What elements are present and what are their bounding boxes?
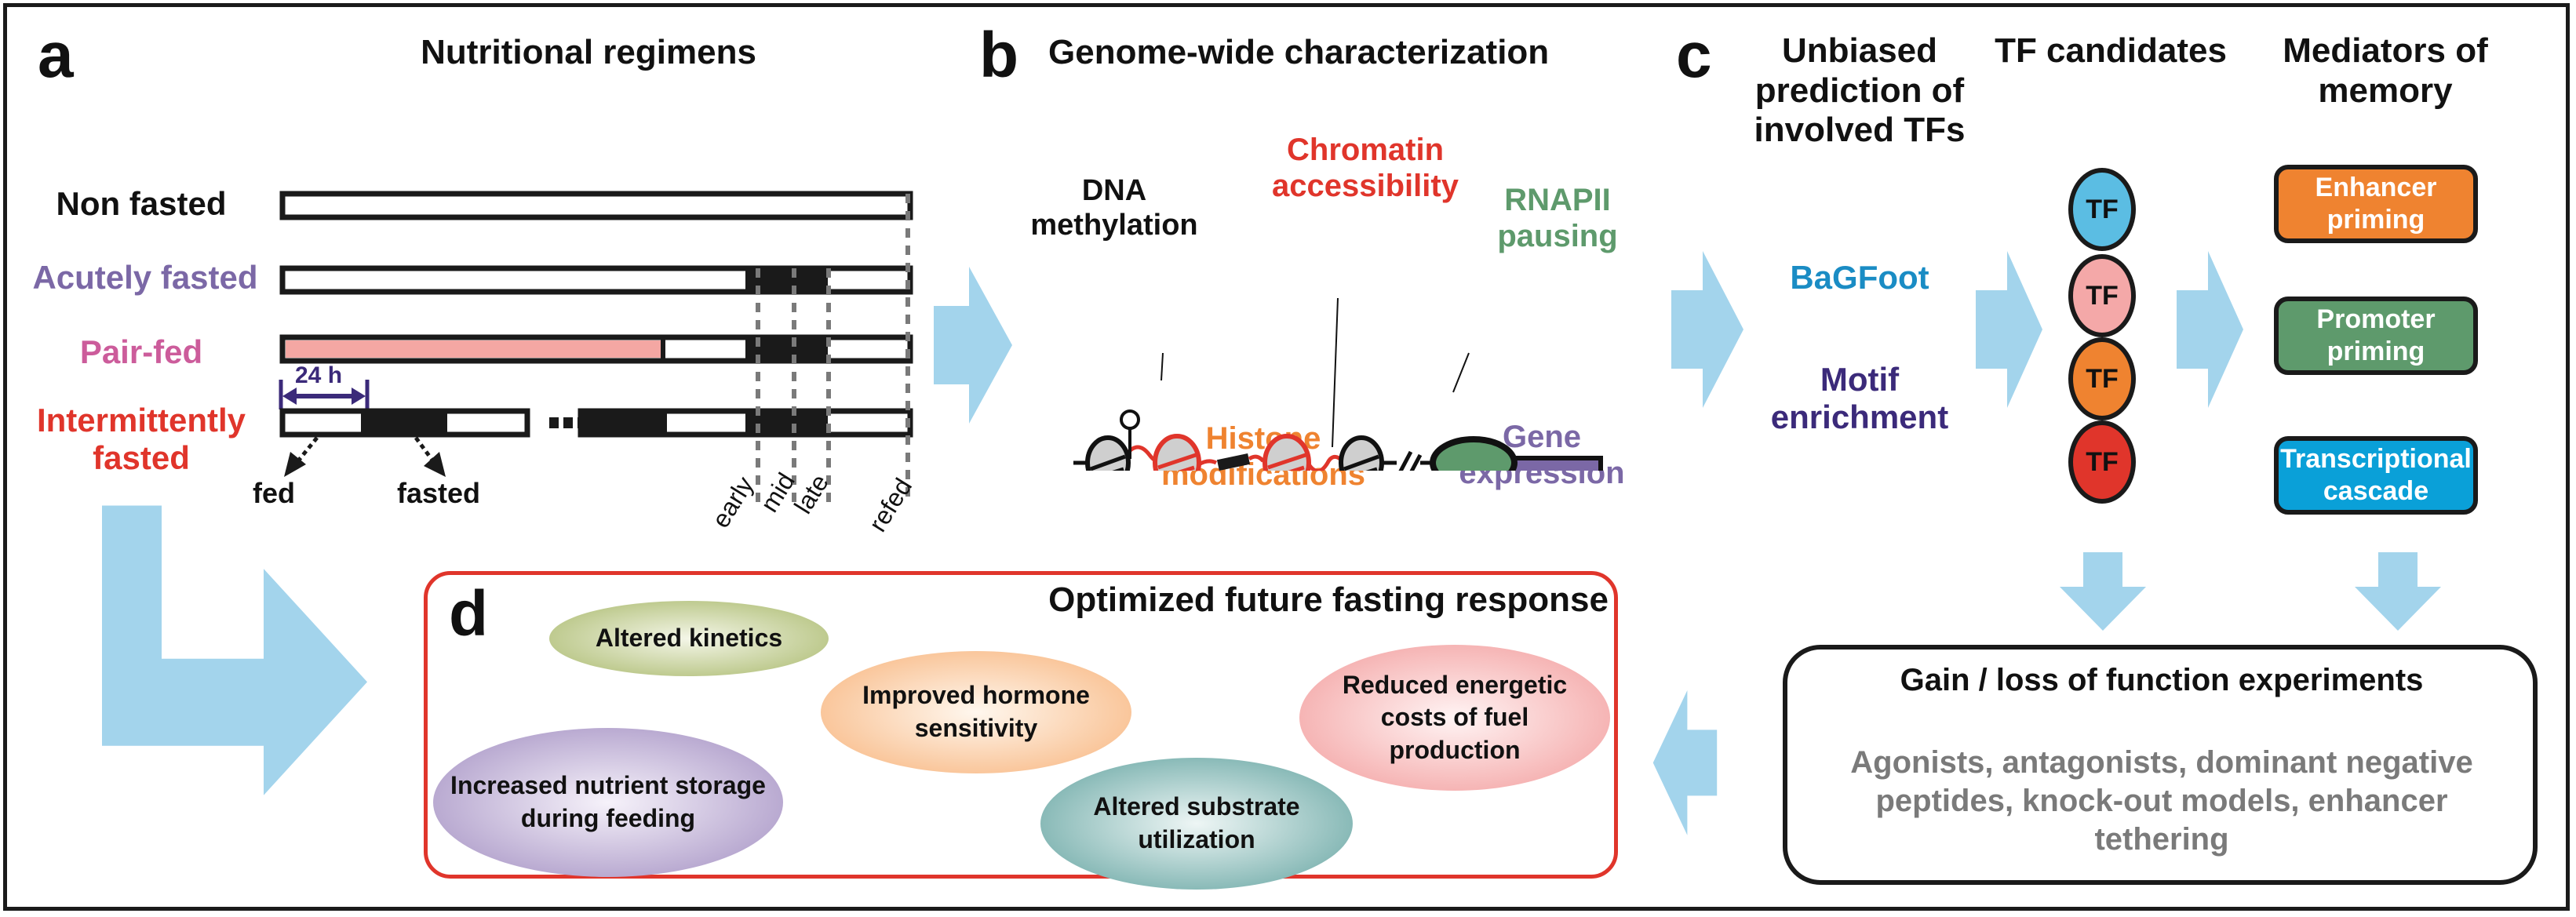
figure-frame bbox=[3, 3, 2570, 911]
mediator-transcriptional-cascade: Transcriptional cascade bbox=[2274, 436, 2478, 515]
mediator-enhancer-priming: Enhancer priming bbox=[2274, 165, 2478, 243]
label-chromatin-accessibility: Chromatin accessibility bbox=[1272, 133, 1459, 203]
panel-b-title: Genome-wide characterization bbox=[1048, 33, 1550, 71]
panel-a-title: Nutritional regimens bbox=[421, 33, 756, 71]
method-bagfoot: BaGFoot bbox=[1790, 259, 1929, 296]
panel-d-letter: d bbox=[449, 578, 489, 650]
outcome-altered-kinetics: Altered kinetics bbox=[549, 601, 829, 676]
duration-24h-arrow bbox=[279, 380, 370, 409]
timeline-bar-non-fasted bbox=[279, 191, 913, 220]
timeline-bar-acutely-fasted bbox=[279, 265, 913, 295]
nucleosome-open bbox=[1153, 434, 1201, 471]
panel-c-col3-header: Mediators of memory bbox=[2283, 31, 2488, 110]
experiments-box bbox=[1783, 645, 2538, 885]
label-dna-methylation: DNA methylation bbox=[1030, 174, 1198, 242]
fed-label: fed bbox=[253, 477, 295, 509]
arrow-b-to-c bbox=[1671, 251, 1743, 408]
panel-c-col2-header: TF candidates bbox=[1995, 31, 2227, 70]
outcome-improved-hormone-sensitivity: Improved hormone sensitivity bbox=[821, 651, 1131, 773]
fasted-arrow bbox=[414, 436, 446, 477]
outcome-increased-nutrient-storage: Increased nutrient storage during feedin… bbox=[433, 728, 783, 877]
panel-c-col1-header: Unbiased prediction of involved TFs bbox=[1754, 31, 1966, 150]
panel-b-letter: b bbox=[979, 20, 1019, 91]
tf-candidate-blue: TF bbox=[2068, 168, 2136, 251]
arrow-tfs-down bbox=[2060, 552, 2146, 631]
experiments-title: Gain / loss of function experiments bbox=[1900, 663, 2424, 697]
outcome-reduced-energetic-costs: Reduced energetic costs of fuel producti… bbox=[1299, 645, 1610, 791]
dna-methylation-icon bbox=[1120, 409, 1140, 459]
regimen-label-non-fasted: Non fasted bbox=[56, 185, 227, 222]
tf-candidate-red: TF bbox=[2068, 420, 2136, 504]
regimen-label-acutely-fasted: Acutely fasted bbox=[32, 259, 258, 296]
arrow-mediators-down bbox=[2355, 552, 2441, 631]
experiments-body: Agonists, antagonists, dominant negative… bbox=[1850, 745, 2473, 857]
mediator-promoter-priming: Promoter priming bbox=[2274, 297, 2478, 375]
nucleosome-closed bbox=[1085, 435, 1131, 471]
fasted-label: fasted bbox=[397, 477, 481, 509]
l-arrow-to-outcomes bbox=[102, 505, 367, 795]
arrow-methods-to-tfs bbox=[1976, 251, 2042, 408]
duration-label: 24 h bbox=[295, 362, 343, 388]
outcomes-box bbox=[424, 571, 1618, 879]
nucleosome-closed bbox=[1339, 435, 1384, 471]
tf-candidate-pink: TF bbox=[2068, 254, 2136, 337]
regimen-label-intermittently-fasted: Intermittently fasted bbox=[36, 402, 246, 477]
panel-c-letter: c bbox=[1676, 20, 1712, 91]
panel-a-letter: a bbox=[38, 20, 74, 91]
nucleosome-open bbox=[1262, 434, 1311, 471]
tf-candidate-orange: TF bbox=[2068, 337, 2136, 420]
regimen-timeline-diagram bbox=[279, 191, 913, 502]
panel-d-title: Optimized future fasting response bbox=[1048, 580, 1609, 619]
timeline-bar-pair-fed bbox=[279, 334, 913, 364]
pol2-text: pol2 bbox=[1450, 326, 1495, 352]
arrow-a-to-b bbox=[934, 267, 1012, 424]
outcome-altered-substrate-utilization: Altered substrate utilization bbox=[1040, 758, 1353, 890]
chromatin-diagram bbox=[1073, 297, 1603, 471]
label-rnapii-pausing: RNAPII pausing bbox=[1497, 183, 1618, 253]
arrow-tfs-to-mediators bbox=[2177, 251, 2243, 408]
arrow-experiments-to-outcomes bbox=[1652, 690, 1718, 835]
fed-arrow bbox=[284, 436, 319, 477]
method-motif-enrichment: Motif enrichment bbox=[1770, 361, 1949, 436]
regimen-label-pair-fed: Pair-fed bbox=[79, 333, 203, 370]
pol2-icon bbox=[1430, 436, 1518, 471]
timeline-bar-intermittently-fasted bbox=[279, 408, 913, 438]
